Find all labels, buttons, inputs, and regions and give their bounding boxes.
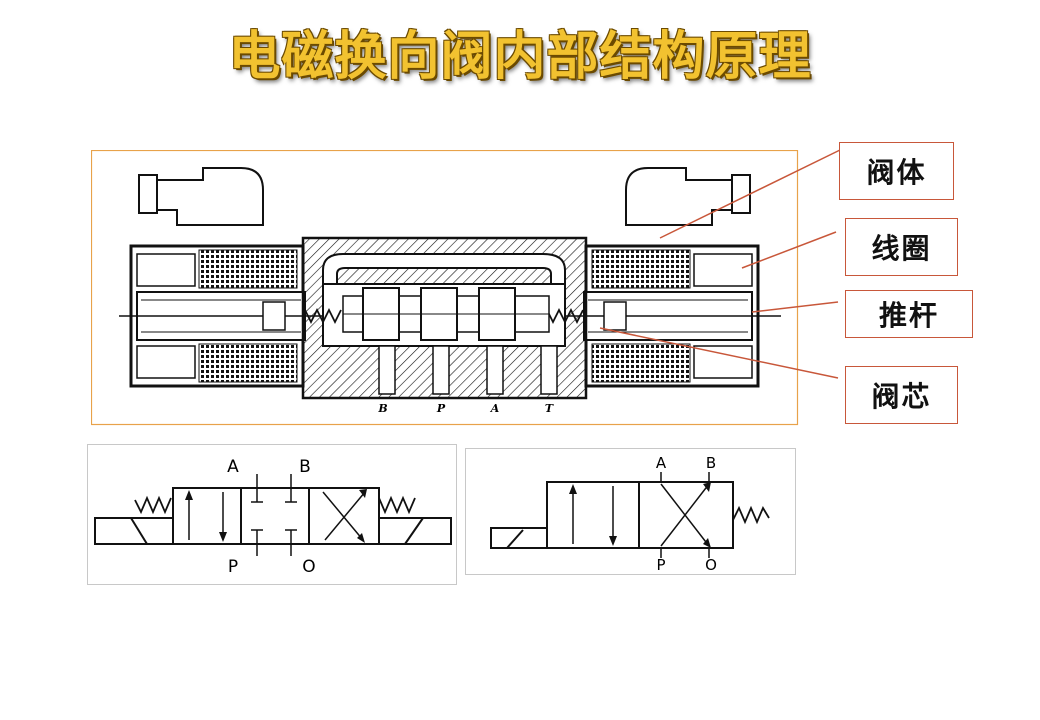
spring-symbol bbox=[732, 505, 770, 525]
sym2-label-a: A bbox=[656, 454, 667, 472]
sym3-label-b: B bbox=[299, 457, 311, 477]
label-push-rod: 推杆 bbox=[845, 290, 973, 338]
sym2-label-p: P bbox=[656, 556, 665, 574]
port-label-p: P bbox=[436, 402, 446, 415]
label-coil: 线圈 bbox=[845, 218, 958, 276]
three-position-symbol: A B P O bbox=[87, 444, 458, 586]
left-coil-lower bbox=[198, 343, 298, 383]
label-spool: 阀芯 bbox=[845, 366, 958, 424]
right-spring-symbol bbox=[378, 495, 416, 515]
valve-section-drawing: B P A T bbox=[91, 150, 799, 426]
two-position-symbol: A B P O bbox=[465, 448, 797, 576]
right-coil-lower bbox=[591, 343, 691, 383]
left-spring-symbol bbox=[134, 495, 172, 515]
sym2-label-o: O bbox=[705, 556, 717, 574]
left-spring bbox=[304, 307, 342, 325]
port-label-a: A bbox=[490, 402, 500, 415]
sym3-label-p: P bbox=[228, 557, 238, 577]
right-spring bbox=[546, 307, 584, 325]
label-valve-body: 阀体 bbox=[839, 142, 954, 200]
left-coil bbox=[198, 249, 298, 289]
sym2-label-b: B bbox=[706, 454, 716, 472]
page-title: 电磁换向阀内部结构原理 bbox=[228, 27, 812, 87]
sym3-label-o: O bbox=[302, 557, 315, 577]
port-label-t: T bbox=[545, 402, 554, 415]
sym3-label-a: A bbox=[227, 457, 239, 477]
port-label-b: B bbox=[377, 402, 387, 415]
right-coil bbox=[591, 249, 691, 289]
spool bbox=[342, 287, 550, 341]
